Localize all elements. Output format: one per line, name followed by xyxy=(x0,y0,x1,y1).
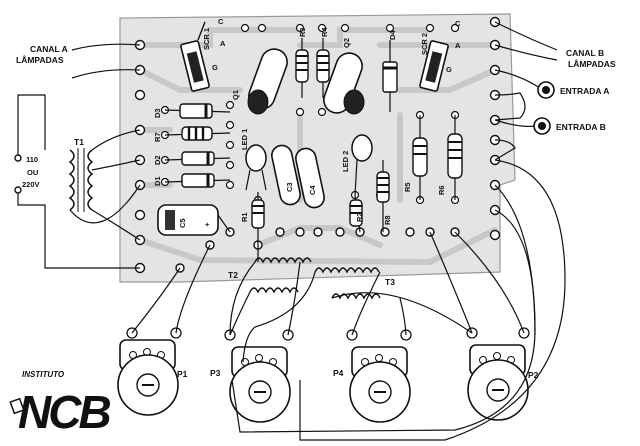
p4-label: P4 xyxy=(333,368,344,378)
pads-inner xyxy=(160,23,460,205)
p1-label: P1 xyxy=(177,369,188,379)
t3-label: T3 xyxy=(385,277,395,287)
q1-component xyxy=(247,48,288,115)
r2-label: R2 xyxy=(355,212,364,222)
c5-plus-label: + xyxy=(205,220,210,229)
scr1-component xyxy=(180,21,210,92)
r8-label: R8 xyxy=(383,215,392,225)
scr1-a-label: A xyxy=(220,39,226,48)
q2-label: Q2 xyxy=(342,38,351,48)
r1-label: R1 xyxy=(240,212,249,222)
p2-label: P2 xyxy=(528,370,539,380)
d1-label: D1 xyxy=(153,176,162,186)
r2-component xyxy=(349,194,363,233)
entrada-a-label: ENTRADA A xyxy=(560,86,609,96)
c3-component xyxy=(271,144,301,206)
led2-label: LED 2 xyxy=(341,151,350,172)
logo-instituto-text: INSTITUTO xyxy=(22,370,65,379)
p3-potentiometer xyxy=(224,329,294,423)
mains-ou-label: OU xyxy=(27,168,38,177)
led1-component xyxy=(245,144,267,191)
r6-component xyxy=(447,115,463,200)
canal-a-label: CANAL A xyxy=(30,44,68,54)
wires xyxy=(17,21,566,441)
scr1-label: SCR 1 xyxy=(202,28,211,50)
r7-component xyxy=(164,126,231,141)
r8-component xyxy=(376,160,390,232)
d3-label: D3 xyxy=(153,108,162,118)
q1-label: Q1 xyxy=(231,90,240,100)
r7-label: R7 xyxy=(153,132,162,142)
r5-label: R5 xyxy=(403,182,412,192)
p3-label: P3 xyxy=(210,368,221,378)
d3-component xyxy=(164,103,231,119)
d2-component xyxy=(164,151,231,166)
c5-component xyxy=(157,204,231,236)
logo-ncb-text: NCB xyxy=(18,386,110,438)
d4-label: D4 xyxy=(388,30,397,40)
led1-label: LED 1 xyxy=(240,129,249,150)
scr2-component xyxy=(419,40,449,92)
r1-component xyxy=(251,192,265,245)
q2-component xyxy=(323,52,365,115)
c5-label: C5 xyxy=(178,218,187,228)
t1-label: T1 xyxy=(74,137,84,147)
canal-a-lampadas-label: LÂMPADAS xyxy=(16,54,64,65)
p4-potentiometer xyxy=(346,329,412,423)
canal-b-label: CANAL B xyxy=(566,48,604,58)
entrada-b-jack-icon xyxy=(533,117,551,135)
mains-110-label: 110 xyxy=(26,155,38,164)
d4-component xyxy=(382,40,398,112)
d1-component xyxy=(164,173,231,188)
t2-transformer xyxy=(249,257,312,294)
scr1-c-label: C xyxy=(218,17,224,26)
canal-b-lampadas-label: LÂMPADAS xyxy=(568,58,616,69)
led2-component xyxy=(351,134,373,196)
scr1-g-label: G xyxy=(212,63,218,72)
d2-label: D2 xyxy=(153,155,162,165)
p1-potentiometer xyxy=(117,327,182,416)
r3-label: R3 xyxy=(298,27,307,37)
entrada-b-label: ENTRADA B xyxy=(556,122,606,132)
scr2-g-label: G xyxy=(446,65,452,74)
r4-component xyxy=(316,38,330,98)
r3-component xyxy=(295,38,309,98)
r4-label: R4 xyxy=(320,27,329,37)
p2-potentiometer xyxy=(466,327,530,421)
r5-component xyxy=(412,115,428,200)
t2-label: T2 xyxy=(228,270,238,280)
r6-label: R6 xyxy=(437,185,446,195)
c4-component xyxy=(295,147,325,209)
scr2-a-label: A xyxy=(455,41,461,50)
t3-transformer xyxy=(314,267,381,300)
c3-label: C3 xyxy=(285,182,294,192)
mains-plug-icon xyxy=(14,154,22,194)
entrada-a-jack-icon xyxy=(537,81,555,99)
instituto-ncb-logo: INSTITUTO NCB xyxy=(9,370,113,438)
scr2-c-label: C xyxy=(455,19,461,28)
t1-transformer xyxy=(68,148,94,212)
scr2-label: SCR 2 xyxy=(420,33,429,55)
mains-220-label: 220V xyxy=(22,180,40,189)
c4-label: C4 xyxy=(308,185,317,195)
